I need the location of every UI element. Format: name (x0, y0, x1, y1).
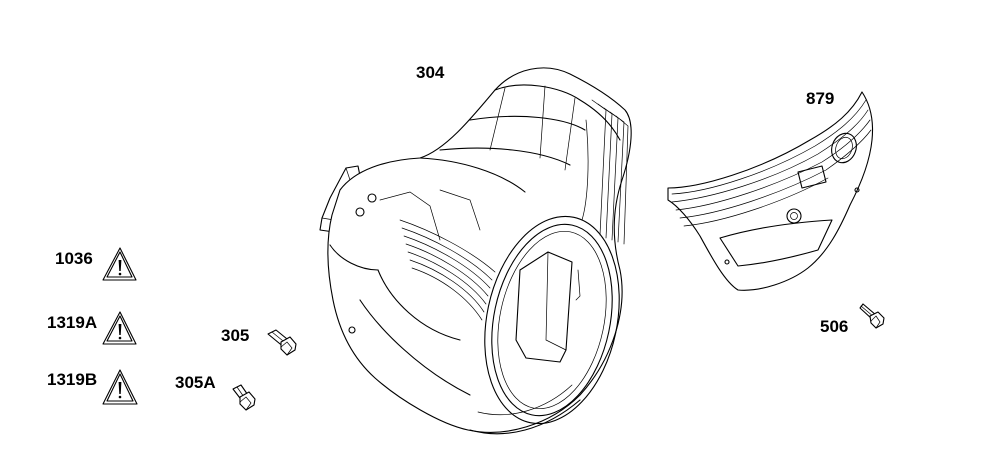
blower-housing-304 (319, 67, 632, 435)
callout-305a: 305A (175, 373, 216, 392)
warning-triangle-icon (102, 311, 137, 345)
callout-879: 879 (806, 89, 835, 108)
callout-506: 506 (820, 317, 849, 336)
callout-1319a: 1319A (47, 313, 98, 332)
callout-304: 304 (416, 63, 445, 82)
warning-triangle-icon (102, 369, 138, 405)
screw-305a-icon (232, 384, 256, 411)
screw-305-icon (267, 329, 297, 356)
callout-305: 305 (221, 326, 250, 345)
callout-1036: 1036 (55, 249, 93, 268)
screw-506-icon (859, 303, 885, 329)
cover-panel-879 (667, 91, 874, 291)
callout-1319b: 1319B (47, 370, 98, 389)
warning-triangle-icon (102, 247, 137, 281)
